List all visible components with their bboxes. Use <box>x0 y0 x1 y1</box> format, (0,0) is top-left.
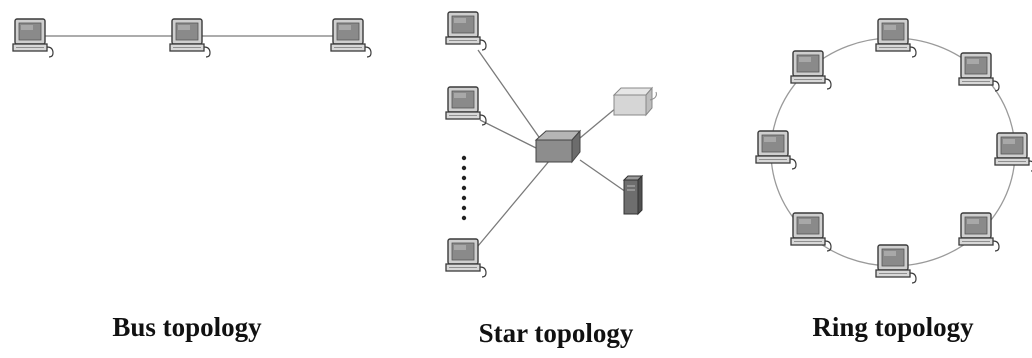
star-computer <box>445 238 487 278</box>
bus-computer <box>12 18 54 58</box>
bus-computer <box>330 18 372 58</box>
ring-computer <box>875 18 917 58</box>
ring-topology <box>755 18 1032 284</box>
server-icon <box>622 174 644 216</box>
bus-topology-caption: Bus topology <box>112 312 262 342</box>
star-link <box>479 119 541 151</box>
bus-topology <box>12 18 372 58</box>
star-link <box>477 159 551 247</box>
star-link <box>579 159 627 193</box>
switch-icon <box>534 129 582 164</box>
star-topology-caption: Star topology <box>478 318 634 348</box>
ring-computer <box>875 244 917 284</box>
ring-computer <box>958 52 1000 92</box>
ring-computer <box>755 130 797 170</box>
ring-computer <box>994 132 1032 172</box>
star-link <box>579 107 617 139</box>
star-link <box>477 49 549 151</box>
bus-computer <box>169 18 211 58</box>
ring-computer <box>958 212 1000 252</box>
printer-icon <box>612 86 657 117</box>
ring-computer <box>790 212 832 252</box>
star-computer <box>445 86 487 126</box>
star-topology <box>445 11 657 278</box>
star-computer <box>445 11 487 51</box>
ellipsis-dots <box>461 155 467 221</box>
ring-topology-caption: Ring topology <box>812 312 974 342</box>
